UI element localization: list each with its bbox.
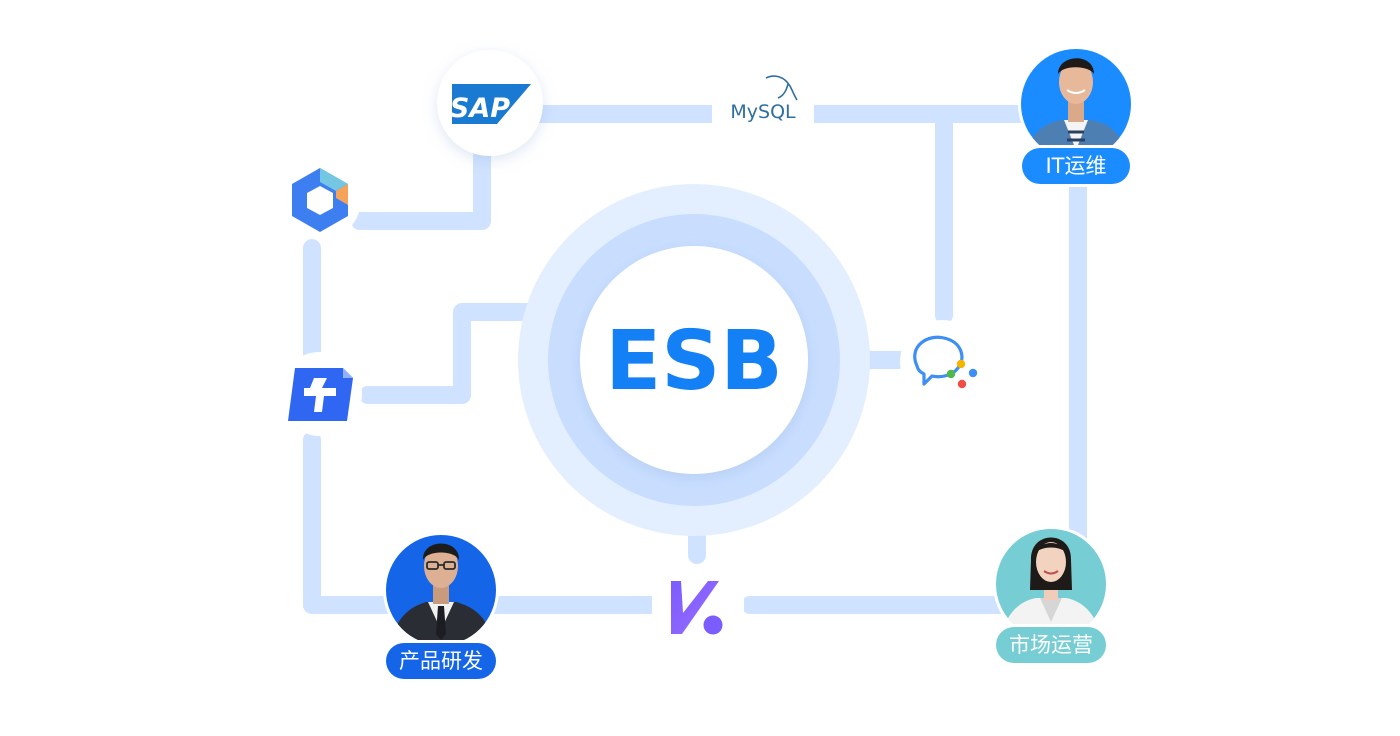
connector-dev-left bbox=[303, 431, 409, 614]
it-ops-label: IT运维 bbox=[1022, 148, 1130, 184]
connector-t-esb bbox=[359, 303, 559, 404]
mysql-dolphin-icon bbox=[765, 75, 798, 101]
svg-text:SAP: SAP bbox=[450, 93, 510, 124]
mysql-node: MySQL bbox=[712, 75, 814, 142]
esb-core bbox=[580, 246, 808, 474]
k-app-node bbox=[652, 570, 744, 642]
sap-node: SAP bbox=[437, 50, 543, 156]
esb-hub: ESB bbox=[518, 184, 870, 536]
person-product-dev bbox=[383, 532, 499, 648]
chat-node bbox=[900, 320, 984, 404]
connector-sap-hexagon bbox=[351, 131, 491, 230]
t-app-icon bbox=[288, 368, 353, 421]
sap-logo-icon: SAP bbox=[450, 84, 531, 124]
esb-label: ESB bbox=[605, 314, 783, 409]
hexagon-app-icon bbox=[292, 168, 348, 232]
k-app-icon bbox=[671, 581, 723, 635]
product-dev-label: 产品研发 bbox=[386, 643, 496, 679]
person-it-ops bbox=[1018, 46, 1134, 162]
chat-bubble-icon bbox=[913, 335, 978, 389]
mysql-logo-text: MySQL bbox=[730, 101, 796, 123]
hexagon-app-node bbox=[281, 160, 361, 240]
marketing-ops-label: 市场运营 bbox=[996, 627, 1106, 663]
t-app-node bbox=[278, 352, 362, 436]
